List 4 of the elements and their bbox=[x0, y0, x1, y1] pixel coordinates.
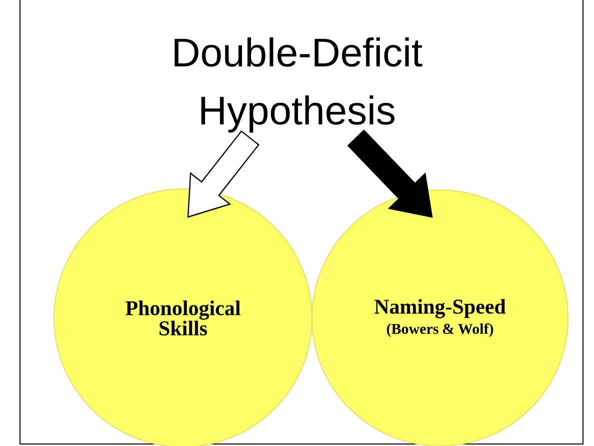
circle-node: Naming-Speed (Bowers & Wolf) bbox=[312, 189, 568, 446]
block-arrow bbox=[347, 130, 433, 218]
circle-node: Phonological Skills bbox=[54, 188, 312, 446]
title-text: Double-Deficit Hypothesis bbox=[174, 37, 422, 133]
